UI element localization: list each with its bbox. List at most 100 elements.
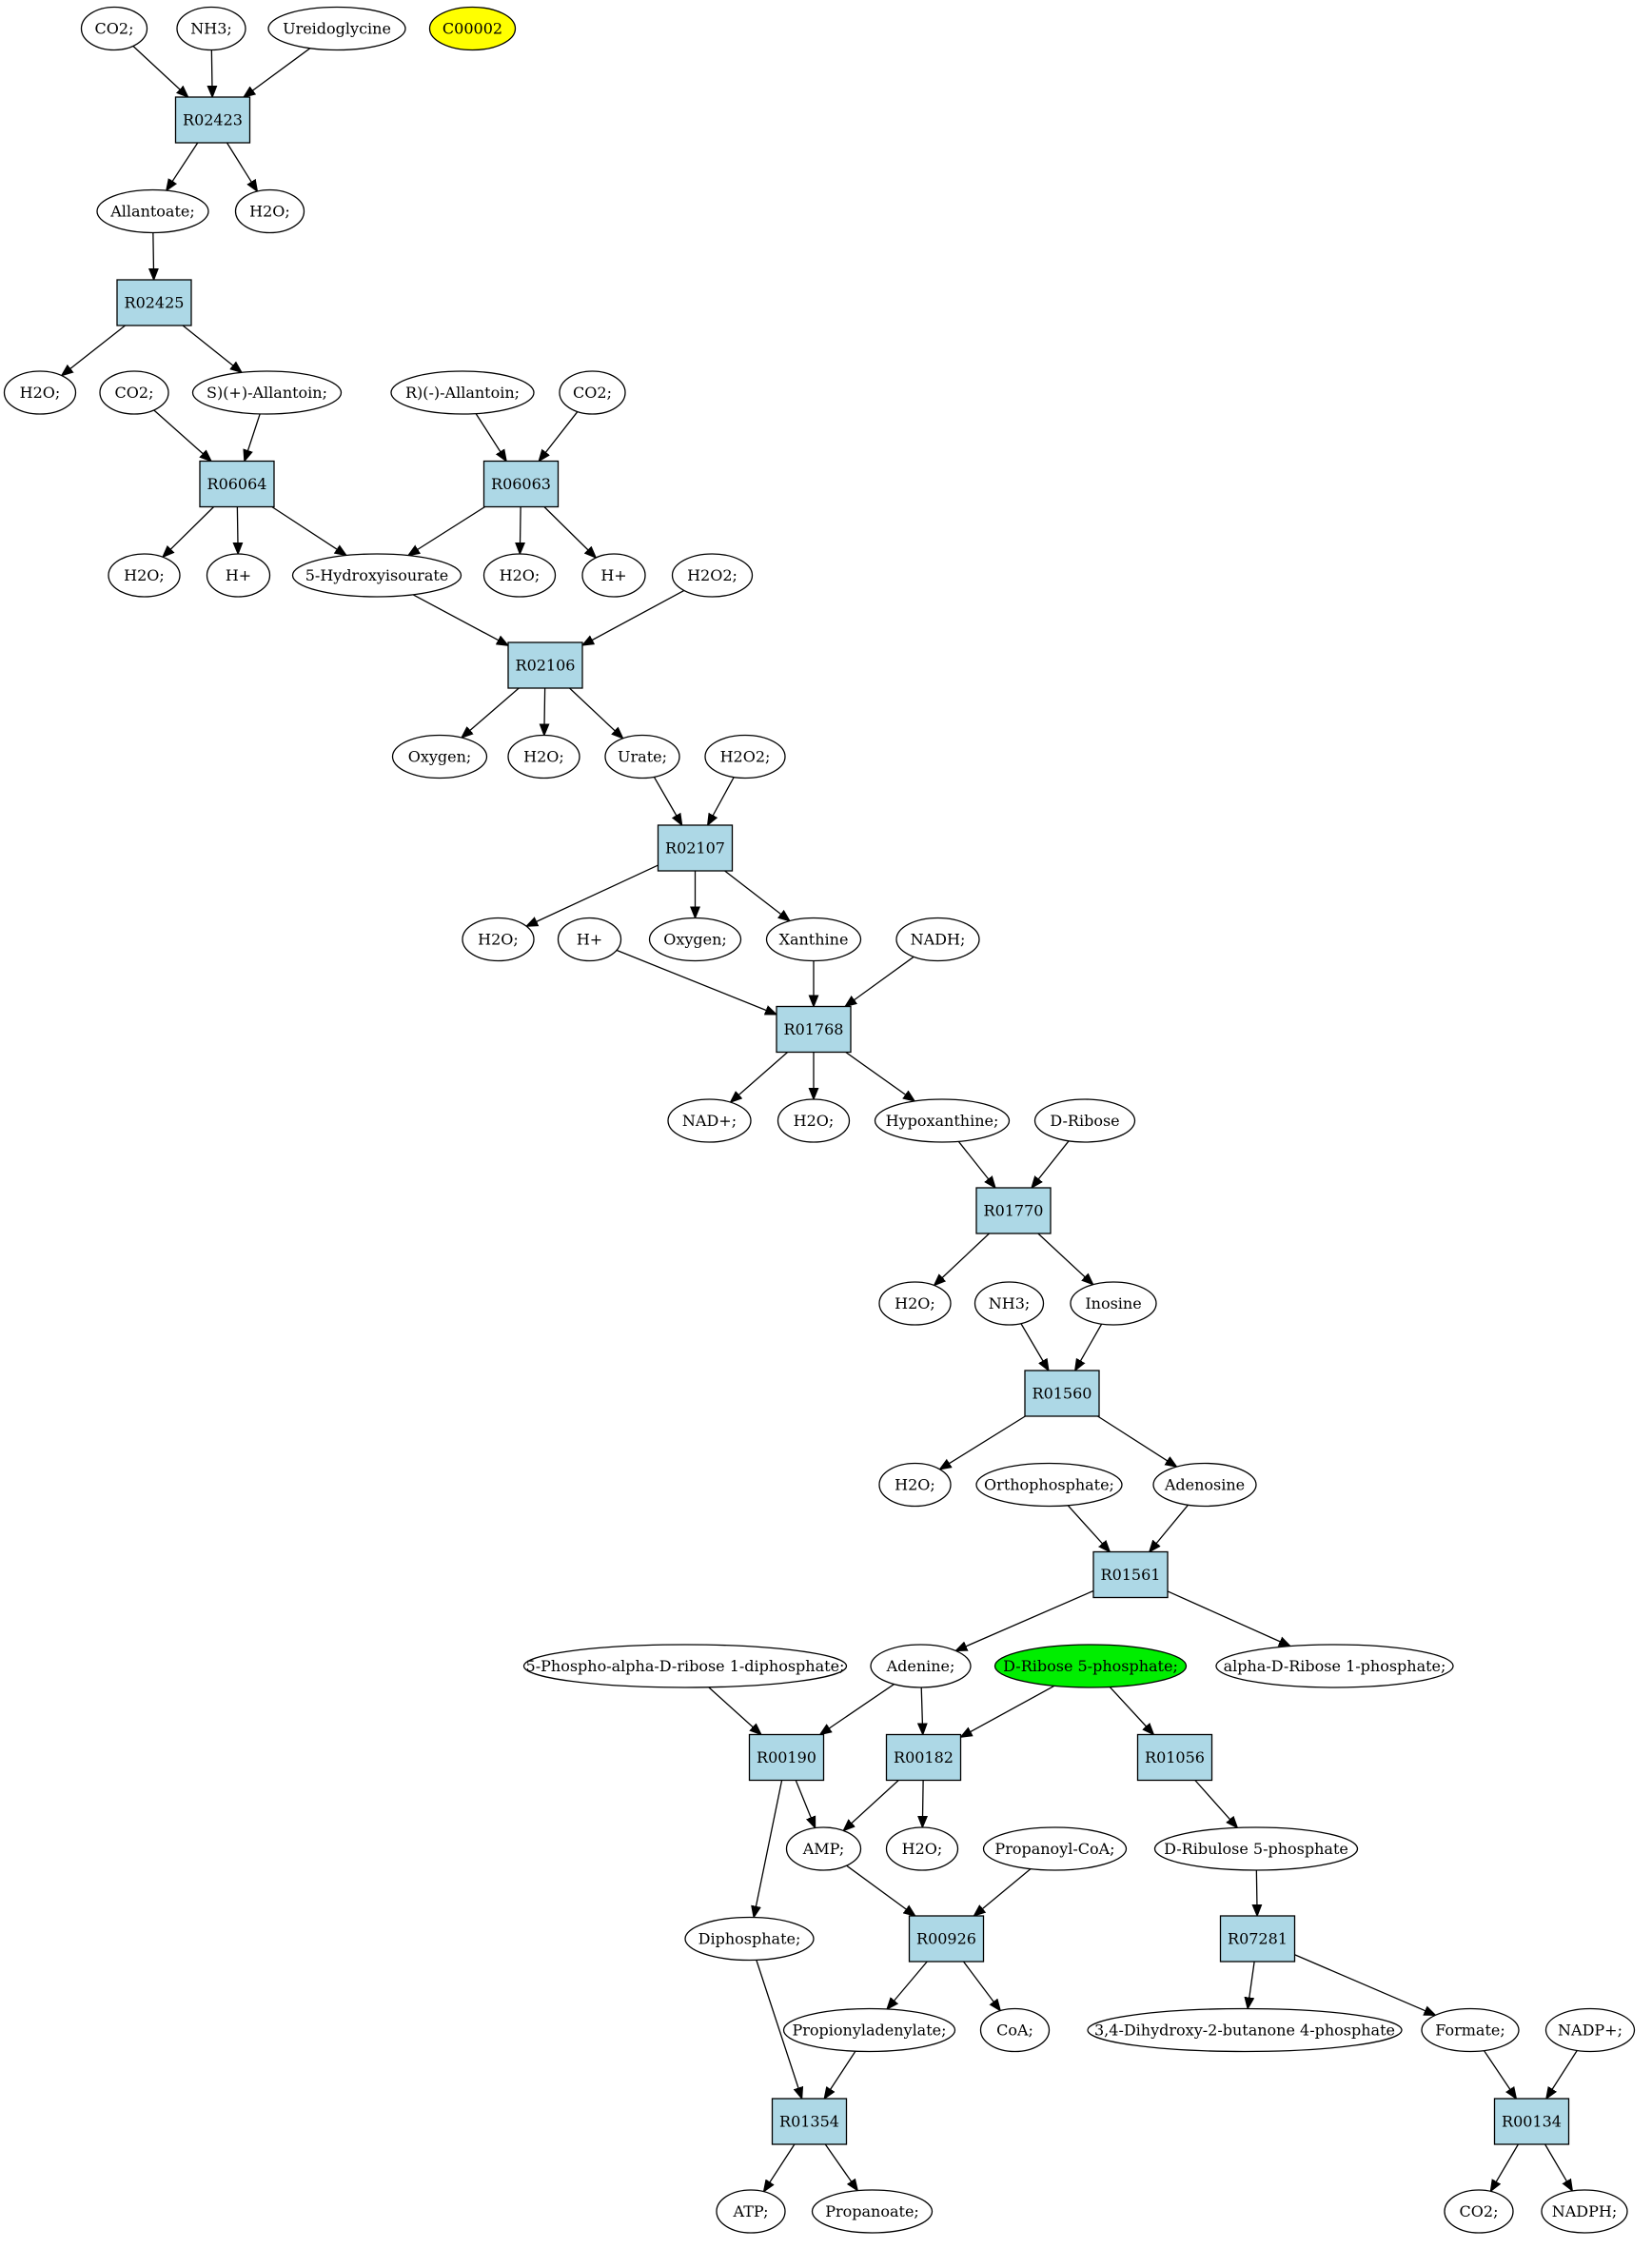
compound-node-nadpplus[interactable]: NADP+; (1544, 2007, 1636, 2053)
reaction-node-r01768[interactable]: R01768 (776, 1005, 852, 1054)
compound-node-h2o_e[interactable]: H2O; (507, 734, 580, 779)
compound-node-h2o_d[interactable]: H2O; (482, 553, 557, 598)
edge-nadh-to-r01768 (845, 956, 914, 1006)
compound-node-h2o_a[interactable]: H2O; (234, 188, 305, 234)
compound-node-nadplus[interactable]: NAD+; (667, 1098, 752, 1143)
compound-ellipse (96, 188, 209, 234)
compound-node-ribulose5p[interactable]: D-Ribulose 5-phosphate (1153, 1826, 1359, 1871)
compound-node-coa[interactable]: CoA; (979, 2007, 1051, 2053)
compound-node-co2_a[interactable]: CO2; (80, 6, 148, 51)
edge-r02106-to-urate (569, 687, 623, 739)
compound-node-xanthine[interactable]: Xanthine (765, 917, 862, 962)
compound-node-propanoyl_coa[interactable]: Propanoyl-CoA; (982, 1826, 1128, 1871)
compound-node-nh3_a[interactable]: NH3; (176, 6, 246, 51)
reaction-node-r02106[interactable]: R02106 (507, 641, 583, 689)
node-label: R00926 (916, 1930, 976, 1948)
edge-formate-to-r00134 (1483, 2050, 1516, 2099)
node-label: AMP; (802, 1840, 845, 1858)
node-label: H2O; (794, 1112, 835, 1130)
reaction-node-r01354[interactable]: R01354 (771, 2098, 848, 2145)
compound-node-c00002[interactable]: C00002 (428, 6, 517, 51)
reaction-node-r00182[interactable]: R00182 (885, 1733, 962, 1782)
compound-node-orthophosphate[interactable]: Orthophosphate; (975, 1462, 1123, 1508)
reaction-node-r01560[interactable]: R01560 (1024, 1370, 1100, 1417)
compound-node-diphosphate[interactable]: Diphosphate; (684, 1916, 815, 1962)
compound-node-h2o_f[interactable]: H2O; (462, 917, 535, 962)
compound-node-h2o_i[interactable]: H2O; (878, 1462, 952, 1508)
compound-node-ribose5p[interactable]: D-Ribose 5-phosphate; (993, 1644, 1188, 1688)
compound-node-hplus_c[interactable]: H+ (557, 917, 622, 962)
node-label: H2O; (249, 203, 290, 221)
edge-nadpplus-to-r00134 (1546, 2050, 1578, 2099)
compound-node-r_allantoin[interactable]: R)(-)-Allantoin; (390, 370, 535, 415)
compound-node-hplus_a[interactable]: H+ (206, 553, 271, 598)
compound-ellipse (482, 553, 557, 598)
compound-ellipse (975, 1462, 1123, 1508)
reaction-node-r02423[interactable]: R02423 (174, 96, 251, 144)
edge-r02107-to-xanthine (724, 870, 790, 921)
compound-node-h2o_h[interactable]: H2O; (878, 1281, 952, 1326)
compound-node-co2_d[interactable]: CO2; (1444, 2189, 1514, 2234)
reaction-node-r06064[interactable]: R06064 (199, 460, 275, 508)
compound-node-hplus_b[interactable]: H+ (581, 553, 646, 598)
compound-node-propionyladenylate[interactable]: Propionyladenylate; (782, 2007, 956, 2053)
reaction-node-r06063[interactable]: R06063 (482, 460, 560, 508)
compound-ellipse (765, 917, 862, 962)
edge-ribose5p-to-r00182 (961, 1685, 1055, 1737)
reaction-node-r07281[interactable]: R07281 (1219, 1915, 1296, 1963)
compound-node-h2o2_a[interactable]: H2O2; (671, 553, 754, 598)
compound-ellipse (234, 188, 305, 234)
compound-node-d_ribose[interactable]: D-Ribose (1033, 1098, 1136, 1143)
compound-node-h2o2_b[interactable]: H2O2; (704, 734, 786, 779)
compound-node-urate[interactable]: Urate; (604, 734, 680, 779)
node-label: H2O2; (687, 566, 738, 584)
compound-node-inosine[interactable]: Inosine (1070, 1281, 1157, 1326)
compound-node-amp[interactable]: AMP; (785, 1826, 862, 1871)
node-label: R01768 (784, 1020, 844, 1038)
compound-ellipse (1421, 2007, 1520, 2053)
reaction-node-r00190[interactable]: R00190 (748, 1733, 825, 1782)
reaction-node-r00926[interactable]: R00926 (908, 1915, 985, 1963)
reaction-node-r01561[interactable]: R01561 (1092, 1550, 1169, 1599)
node-label: H2O; (20, 384, 61, 402)
compound-node-ribose1p[interactable]: alpha-D-Ribose 1-phosphate; (1215, 1644, 1454, 1688)
compound-node-co2_c[interactable]: CO2; (559, 370, 626, 415)
reaction-node-r02107[interactable]: R02107 (657, 824, 734, 872)
compound-node-propanoate[interactable]: Propanoate; (811, 2189, 934, 2234)
compound-node-nadh[interactable]: NADH; (895, 917, 980, 962)
compound-node-co2_b[interactable]: CO2; (99, 370, 169, 415)
compound-node-adenosine[interactable]: Adenosine (1152, 1462, 1257, 1508)
edge-hypoxanthine-to-r01770 (957, 1140, 995, 1188)
compound-ellipse (979, 2007, 1051, 2053)
compound-node-allantoate[interactable]: Allantoate; (96, 188, 209, 234)
node-label: 5-Hydroxyisourate (305, 566, 449, 584)
compound-node-oxygen_b[interactable]: Oxygen; (648, 917, 742, 962)
compound-node-oxygen_a[interactable]: Oxygen; (391, 734, 488, 779)
compound-node-ureidoglycine[interactable]: Ureidoglycine (267, 6, 406, 51)
compound-node-nadph[interactable]: NADPH; (1541, 2189, 1628, 2234)
compound-node-h2o_g[interactable]: H2O; (777, 1098, 851, 1143)
reaction-node-r02425[interactable]: R02425 (116, 279, 192, 326)
compound-node-dhbp[interactable]: 3,4-Dihydroxy-2-butanone 4-phosphate (1087, 2007, 1403, 2053)
compound-node-hypoxanthine[interactable]: Hypoxanthine; (874, 1098, 1011, 1143)
compound-node-formate[interactable]: Formate; (1421, 2007, 1520, 2053)
reaction-node-r01770[interactable]: R01770 (975, 1187, 1052, 1234)
reaction-node-r00134[interactable]: R00134 (1493, 2098, 1570, 2145)
node-label: C00002 (442, 20, 502, 38)
edge-hydroxyisourate-to-r02106 (412, 594, 508, 645)
compound-node-h2o_j[interactable]: H2O; (885, 1826, 959, 1871)
compound-node-nh3_b[interactable]: NH3; (974, 1281, 1045, 1326)
edge-r00926-to-propionyladenylate (887, 1961, 928, 2009)
compound-node-s_allantoin[interactable]: S)(+)-Allantoin; (191, 370, 343, 415)
compound-node-h2o_c[interactable]: H2O; (108, 553, 181, 598)
edge-r00134-to-nadph (1544, 2143, 1573, 2191)
reaction-node-r01056[interactable]: R01056 (1136, 1733, 1213, 1782)
compound-node-hydroxyisourate[interactable]: 5-Hydroxyisourate (291, 553, 462, 598)
compound-node-prpp[interactable]: 5-Phospho-alpha-D-ribose 1-diphosphate; (522, 1644, 848, 1688)
compound-node-atp[interactable]: ATP; (716, 2189, 786, 2234)
node-label: Oxygen; (663, 931, 727, 949)
edge-r02106-to-oxygen_a (462, 687, 520, 738)
compound-node-adenine[interactable]: Adenine; (870, 1644, 972, 1688)
compound-node-h2o_b[interactable]: H2O; (3, 370, 77, 415)
edge-r02423-to-allantoate (167, 142, 199, 190)
